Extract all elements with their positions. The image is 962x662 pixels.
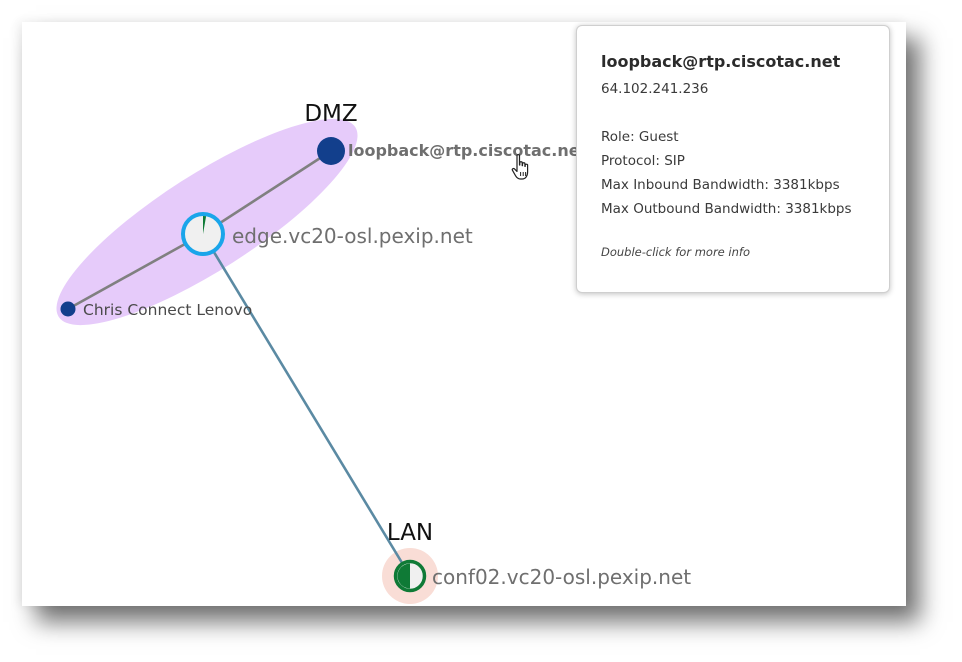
conference-node[interactable] [393,559,427,593]
tooltip-max-outbound: Max Outbound Bandwidth: 3381kbps [601,201,852,217]
tooltip-address: 64.102.241.236 [601,81,709,97]
edge-node-label[interactable]: edge.vc20-osl.pexip.net [232,224,473,248]
tooltip-spacer [601,101,865,125]
edge-node[interactable] [181,212,225,256]
participant-label-chris[interactable]: Chris Connect Lenovo [83,301,252,319]
edge-load-pie [203,216,207,234]
tooltip-hint: Double-click for more info [601,245,750,259]
participant-label-loopback[interactable]: loopback@rtp.ciscotac.net [348,141,588,160]
tooltip-max-inbound: Max Inbound Bandwidth: 3381kbps [601,177,840,193]
participant-node-chris[interactable] [60,301,76,317]
dmz-zone-label: DMZ [304,101,357,127]
tooltip-protocol: Protocol: SIP [601,153,685,169]
lan-zone-label: LAN [387,520,433,546]
conference-load-pie [397,563,410,589]
tooltip-title: loopback@rtp.ciscotac.net [601,52,841,71]
tooltip-role: Role: Guest [601,129,679,145]
topology-graph: DMZ LAN loopback@rtp.ciscotac.net Chris … [56,101,691,604]
graph-panel: DMZ LAN loopback@rtp.ciscotac.net Chris … [22,22,906,606]
link-edge-to-chris[interactable] [67,232,204,311]
participant-node-loopback[interactable] [317,137,345,165]
conference-node-label[interactable]: conf02.vc20-osl.pexip.net [432,565,691,589]
hand-pointer-icon [511,154,529,180]
link-edge-to-conf[interactable] [201,233,412,577]
participant-tooltip: loopback@rtp.ciscotac.net 64.102.241.236… [576,25,890,293]
link-edge-to-loopback[interactable] [202,149,332,236]
